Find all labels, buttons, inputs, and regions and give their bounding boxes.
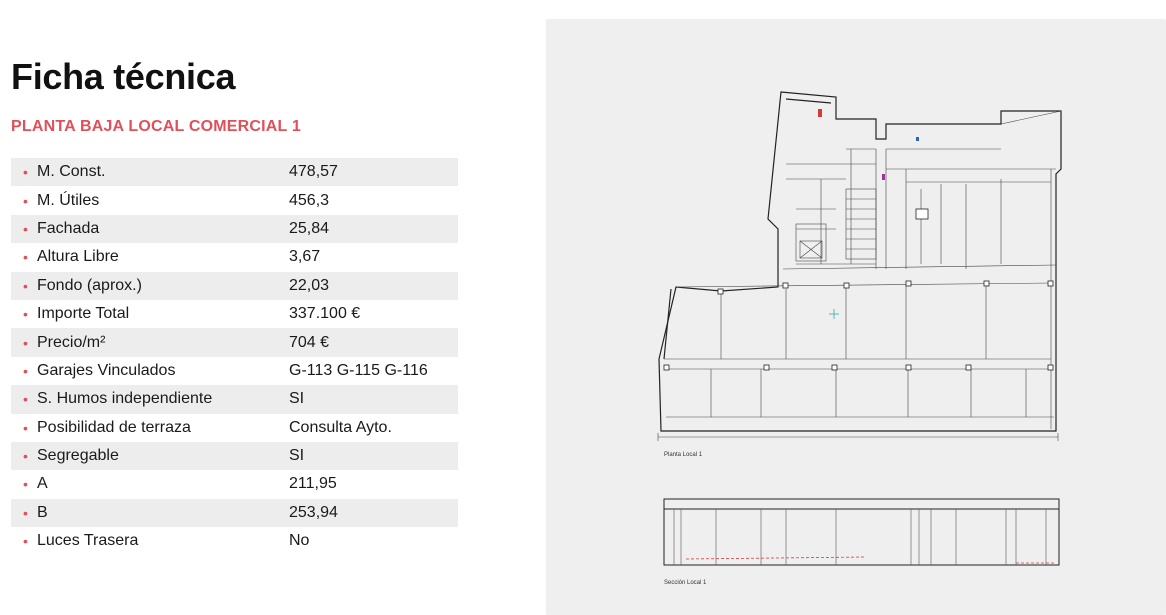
bullet-icon: •	[23, 164, 28, 181]
spec-label: B	[37, 503, 48, 521]
spec-value: Consulta Ayto.	[289, 418, 392, 436]
bullet-icon: •	[23, 362, 28, 379]
spec-value: 456,3	[289, 191, 330, 209]
spec-value: SI	[289, 447, 305, 465]
spec-label: Importe Total	[37, 305, 130, 323]
bullet-icon: •	[23, 533, 28, 550]
spec-value: 3,67	[289, 248, 321, 266]
bullet-icon: •	[23, 419, 28, 436]
spec-row: • M. Útiles 456,3	[11, 186, 458, 214]
spec-value: G-113 G-115 G-116	[289, 361, 428, 379]
spec-row: • Fachada 25,84	[11, 214, 458, 244]
plan-caption: Planta Local 1	[664, 452, 703, 458]
spec-value: 337.100 €	[289, 305, 361, 323]
spec-label: Fachada	[37, 219, 100, 237]
bullet-icon: •	[23, 448, 28, 465]
spec-label: M. Const.	[37, 163, 106, 181]
section-caption: Sección Local 1	[664, 580, 707, 586]
spec-table: • M. Const. 478,57 • M. Útiles 456,3 • Fachad…	[11, 158, 458, 555]
spec-label: Garajes Vinculados	[37, 361, 176, 379]
bullet-icon: •	[23, 249, 28, 266]
floor-plan-panel: Planta Local 1 Sección Local 1	[546, 19, 1166, 615]
page-title: Ficha técnica	[11, 56, 236, 97]
spec-value: SI	[289, 390, 305, 408]
spec-row: • A 211,95	[11, 470, 458, 498]
page-subtitle: PLANTA BAJA LOCAL COMERCIAL 1	[11, 118, 301, 135]
spec-value: 211,95	[289, 475, 337, 493]
spec-row: • Posibilidad de terraza Consulta Ayto.	[11, 414, 458, 442]
bullet-icon: •	[23, 277, 28, 294]
spec-label: A	[37, 475, 48, 493]
spec-row: • Garajes Vinculados G-113 G-115 G-116	[11, 357, 458, 385]
spec-row: • Luces Trasera No	[11, 527, 458, 555]
bullet-icon: •	[23, 334, 28, 351]
bullet-icon: •	[23, 192, 28, 209]
spec-label: M. Útiles	[37, 191, 100, 209]
spec-label: Posibilidad de terraza	[37, 418, 191, 436]
spec-row: • Segregable SI	[11, 441, 458, 471]
spec-value: No	[289, 532, 310, 550]
spec-row: • S. Humos independiente SI	[11, 385, 458, 414]
spec-value: 25,84	[289, 219, 330, 237]
spec-label: Altura Libre	[37, 248, 119, 266]
spec-row: • M. Const. 478,57	[11, 158, 458, 187]
bullet-icon: •	[23, 391, 28, 408]
spec-row: • Precio/m² 704 €	[11, 328, 458, 357]
bullet-icon: •	[23, 306, 28, 323]
spec-label: Segregable	[37, 447, 119, 465]
bullet-icon: •	[23, 504, 28, 521]
floor-plan-drawing	[657, 91, 1062, 566]
spec-label: Precio/m²	[37, 333, 106, 351]
spec-value: 478,57	[289, 163, 338, 181]
spec-row: • Fondo (aprox.) 22,03	[11, 271, 458, 300]
spec-label: Luces Trasera	[37, 532, 139, 550]
spec-label: S. Humos independiente	[37, 390, 213, 408]
bullet-icon: •	[23, 220, 28, 237]
spec-row: • B 253,94	[11, 498, 458, 528]
bullet-icon: •	[23, 476, 28, 493]
spec-value: 704 €	[289, 333, 330, 351]
spec-label: Fondo (aprox.)	[37, 276, 142, 294]
spec-row: • Importe Total 337.100 €	[11, 300, 458, 328]
spec-value: 22,03	[289, 276, 330, 294]
spec-value: 253,94	[289, 503, 338, 521]
spec-row: • Altura Libre 3,67	[11, 243, 458, 271]
